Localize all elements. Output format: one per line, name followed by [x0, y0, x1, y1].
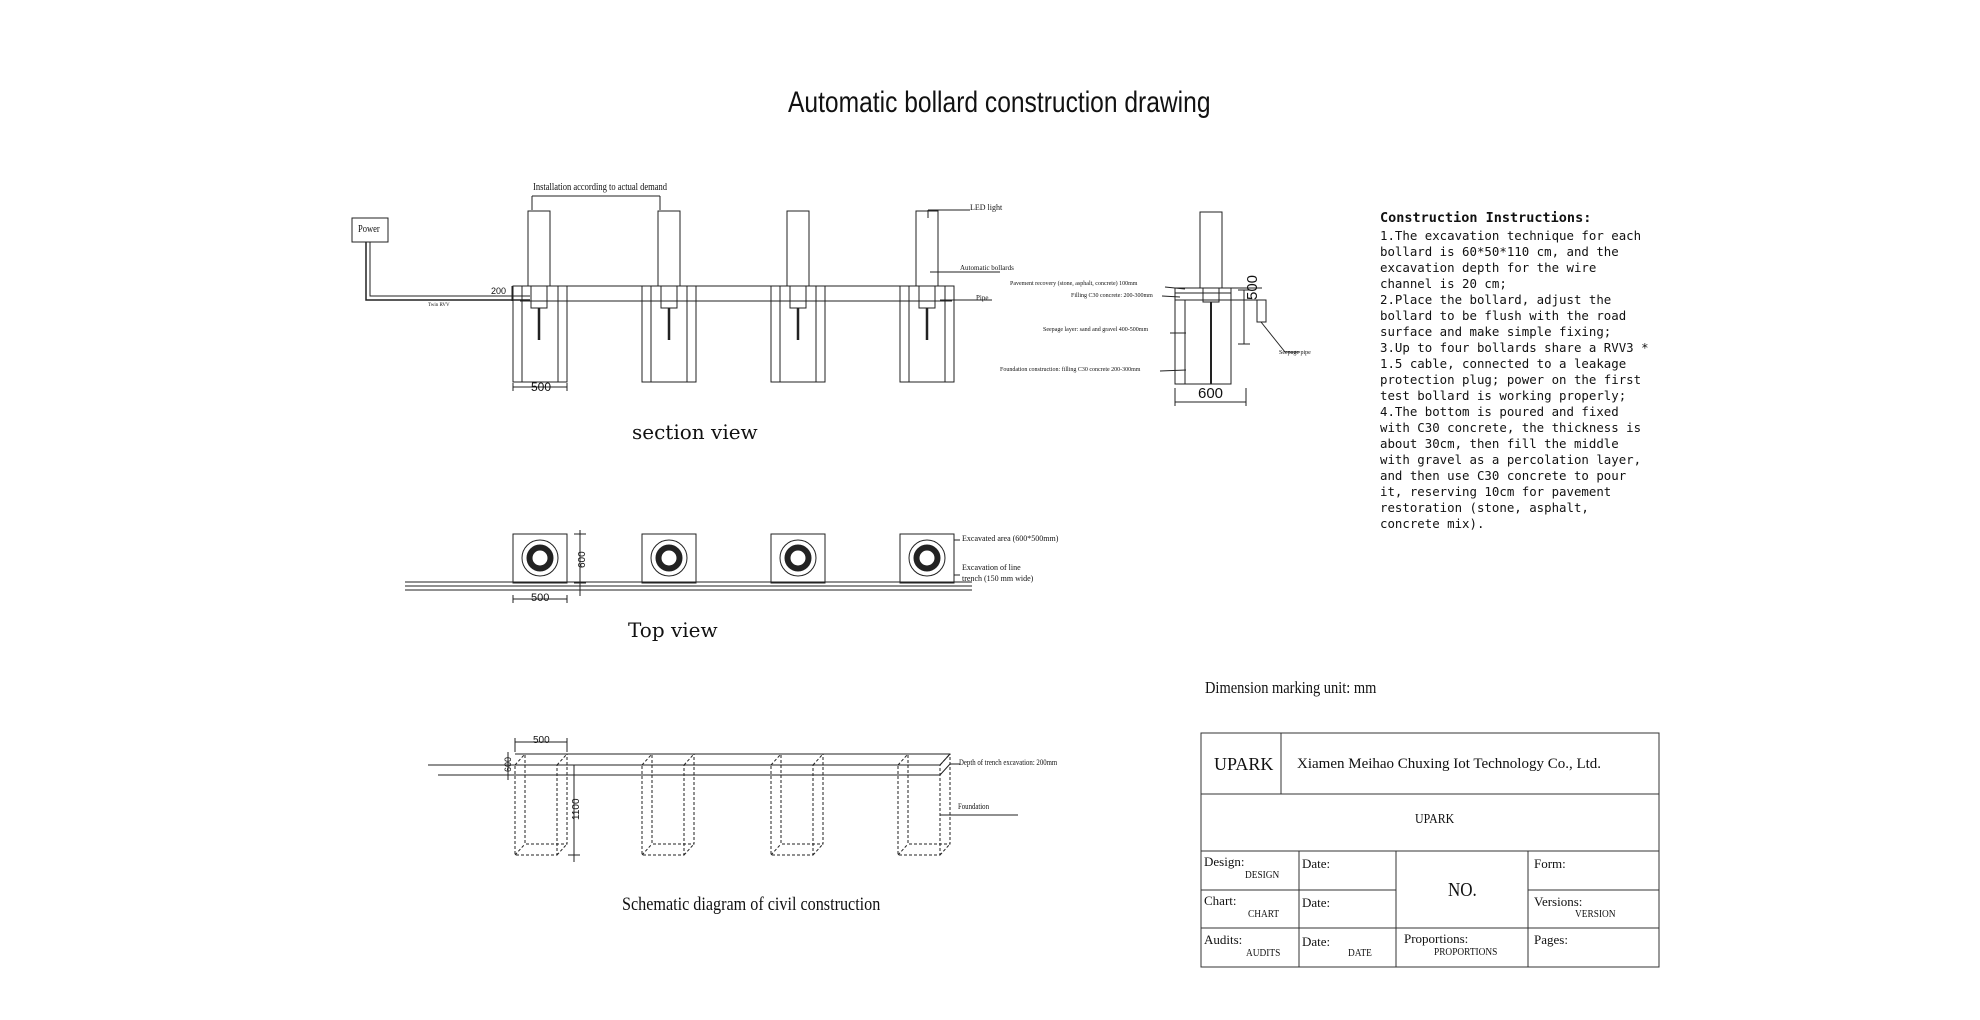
- detail-dim-600: 600: [1198, 385, 1224, 402]
- drawing-number-label: NO.: [1448, 879, 1477, 901]
- title-block-brand: UPARK: [1214, 754, 1274, 774]
- foundation-construction-label: Foundation construction: filling C30 con…: [1000, 367, 1141, 373]
- drawing-title: Automatic bollard construction drawing: [788, 86, 1211, 119]
- design-date-label: Date:: [1302, 856, 1331, 871]
- construction-instructions: Construction Instructions: 1.The excavat…: [1380, 210, 1650, 532]
- power-label: Power: [358, 224, 380, 235]
- chart-date-label: Date:: [1302, 895, 1331, 910]
- trench-depth-label: Depth of trench excavation: 200mm: [959, 758, 1058, 767]
- civil-pit-2: [641, 753, 695, 856]
- civil-drawing: [428, 738, 1018, 862]
- design-label: Design:: [1204, 854, 1245, 869]
- civil-dim-500: 500: [533, 735, 550, 746]
- versions-label: Versions:: [1534, 894, 1583, 909]
- detail-dim-500: 500: [1244, 274, 1261, 300]
- top-pit-3: [770, 533, 826, 584]
- seepage-layer-label: Seepage layer: sand and gravel 400-500mm: [1043, 327, 1149, 333]
- section-bollard-3: [770, 210, 826, 383]
- top-dim-600: 600: [577, 551, 588, 568]
- cable-label: Twin RVV: [428, 303, 450, 308]
- civil-dim-600: 600: [503, 756, 513, 772]
- chart-value: CHART: [1248, 908, 1280, 920]
- trench-label-line1: Excavation of line: [962, 563, 1021, 572]
- audits-label: Audits:: [1204, 932, 1243, 947]
- top-pit-4: [899, 533, 955, 584]
- civil-pit-4: [897, 753, 951, 856]
- trench-label-line2: trench (150 mm wide): [962, 574, 1034, 583]
- title-block-frame: [1200, 732, 1660, 968]
- automatic-bollards-label: Automatic bollards: [960, 264, 1014, 272]
- audits-value: AUDITS: [1246, 947, 1281, 959]
- title-block-company: Xiamen Meihao Chuxing Iot Technology Co.…: [1297, 756, 1602, 772]
- proportions-label: Proportions:: [1404, 931, 1469, 946]
- pipe-label: Pipe: [976, 294, 989, 302]
- excavated-area-label: Excavated area (600*500mm): [962, 534, 1059, 543]
- seepage-pipe-label: Seepage pipe: [1279, 350, 1311, 356]
- form-label: Form:: [1534, 856, 1566, 871]
- pages-label: Pages:: [1534, 932, 1568, 947]
- civil-foundation-label: Foundation: [958, 802, 989, 811]
- pavement-recovery-label: Pavement recovery (stone, asphalt, concr…: [1010, 281, 1138, 287]
- design-value: DESIGN: [1245, 869, 1280, 881]
- section-dim-500: 500: [531, 380, 552, 394]
- top-view-caption: Top view: [628, 618, 718, 642]
- proportions-value: PROPORTIONS: [1434, 946, 1498, 958]
- civil-caption: Schematic diagram of civil construction: [622, 894, 881, 915]
- versions-value: VERSION: [1575, 908, 1616, 920]
- audits-date-label: Date:: [1302, 934, 1331, 949]
- top-dim-500: 500: [531, 592, 550, 604]
- section-view-caption: section view: [632, 420, 758, 444]
- dim-200: 200: [491, 286, 507, 296]
- civil-pit-3: [770, 753, 824, 856]
- civil-pit-1: [514, 753, 568, 856]
- top-pit-2: [641, 533, 697, 584]
- section-bollard-2: [641, 210, 697, 383]
- instruction-item-3: 3.Up to four bollards share a RVV3 * 1.5…: [1380, 340, 1649, 403]
- filling-c30-label: Filling C30 concrete: 200-300mm: [1071, 293, 1153, 299]
- civil-dim-1100: 1100: [571, 798, 582, 820]
- section-detail-drawing: [1159, 211, 1300, 406]
- instruction-item-1: 1.The excavation technique for each boll…: [1380, 228, 1642, 291]
- section-bollard-1: [512, 210, 568, 383]
- title-block-project: UPARK: [1415, 812, 1455, 827]
- install-note: Installation according to actual demand: [533, 182, 668, 193]
- led-light-label: LED light: [970, 203, 1003, 212]
- instruction-item-4: 4.The bottom is poured and fixed with C3…: [1380, 404, 1642, 531]
- top-view-drawing: [405, 530, 972, 603]
- dimension-unit-note: Dimension marking unit: mm: [1205, 678, 1377, 697]
- section-view-drawing: [351, 195, 1000, 391]
- instructions-title: Construction Instructions:: [1380, 210, 1592, 226]
- instruction-item-2: 2.Place the bollard, adjust the bollard …: [1380, 292, 1627, 339]
- chart-label: Chart:: [1204, 893, 1237, 908]
- date-value: DATE: [1348, 947, 1372, 959]
- top-pit-1: [512, 533, 568, 584]
- section-bollard-4: [899, 210, 955, 383]
